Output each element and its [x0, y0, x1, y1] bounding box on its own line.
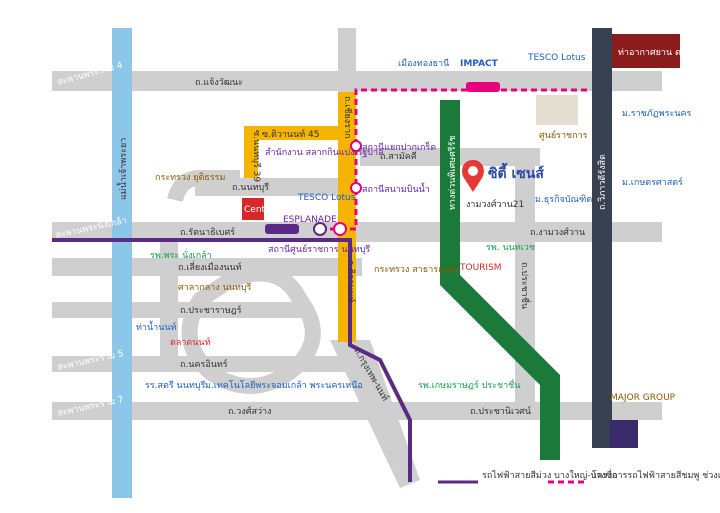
viphavadi-road — [592, 28, 612, 448]
station-center-label: สถานีศูนย์ราชการ นนทบุรี — [268, 243, 370, 255]
school-nont-label: รร.สตรี นนทบุรี — [145, 380, 206, 391]
road-nakhon-in-label: ถ.นครอินทร์ — [180, 358, 228, 370]
soi-tiwanon-45 — [244, 126, 356, 140]
road-liang-mueang-label: ถ.เลี่ยงเมืองนนท์ — [178, 260, 242, 273]
road-chiang-rak-label: ถ.เชียงราก — [342, 96, 353, 139]
soi-nonthaburi-39-label: ซ.นนทบุรี 39 — [251, 130, 262, 182]
project-name: ซิตี้ เซนส์ — [488, 162, 544, 182]
road-chaeng-watthana — [52, 71, 662, 91]
rajabhat-label: ม.ราชภัฏพระนคร — [622, 109, 692, 119]
tesco-mid-label: TESCO Lotus — [297, 193, 356, 203]
road-tiwanon-label: ถ.ติวานนท์ — [345, 260, 357, 303]
central-label: Central — [244, 205, 277, 215]
station-center-pink-icon — [333, 222, 347, 236]
road-prachanivet-label: ถ.ประชานิเวศน์ — [470, 405, 531, 417]
major-label: MAJOR GROUP — [610, 393, 676, 403]
government-center-box — [536, 95, 578, 125]
project-marker[interactable]: ซิตี้ เซนส์ งามวงศ์วาน21 — [462, 160, 544, 210]
soi-nonthaburi-39 — [244, 126, 258, 178]
hospital-kasem-label: รพ.เกษมราษฎร์ ประชาชื่น — [418, 378, 520, 391]
bank-logo — [610, 420, 638, 448]
muang-thong-label: เมืองทองธานี — [398, 58, 449, 69]
tesco-top-label: TESCO Lotus — [527, 53, 586, 63]
legend-pink-label: โครงการรถไฟฟ้าสายสีชมพู ช่วงแคราย-มีนบุร… — [592, 470, 720, 481]
impact-label: IMPACT — [460, 59, 499, 69]
project-sub: งามวงศ์วาน21 — [466, 198, 524, 210]
road-loop — [181, 265, 321, 394]
justice-label: กระทรวง ยุติธรรม — [155, 172, 225, 183]
road-vertical-west — [160, 232, 178, 362]
kasetsart-label: ม.เกษตรศาสตร์ — [622, 176, 683, 188]
station-yaek-pakkret-icon — [350, 140, 362, 152]
chao-phraya-river — [112, 28, 132, 498]
road-wong-sawang — [52, 402, 662, 420]
rail-office-label: สำนักงาน สลากกินแบ่ง รัฐบาล — [265, 147, 384, 158]
talat-nont-label: ตลาดนนท์ — [170, 336, 211, 348]
pink-train-icon — [466, 82, 500, 92]
kmitnb-label: ม.เทคโนโลยีพระจอมเกล้า พระนครเหนือ — [205, 380, 363, 391]
dhurakij-label: ม.ธุรกิจบัณฑิต — [535, 194, 592, 205]
tourism-label: TOURISM — [459, 263, 502, 273]
expressway — [440, 100, 560, 460]
soi-tiwanon-45-label: ซ.ติวานนท์ 45 — [262, 128, 319, 140]
pin-home-icon — [468, 166, 478, 176]
hospital-phra-nangklao-label: รพ.พระ นั่งเกล้า — [150, 248, 212, 261]
legend: รถไฟฟ้าสายสีม่วง บางใหญ่-บางซื่อ โครงการ… — [438, 468, 720, 484]
station-yaek-pakkret-label: สถานีแยกปากเกร็ด — [362, 140, 436, 153]
road-wong-sawang-label: ถ.วงศ์สว่าง — [228, 405, 271, 417]
road-krungthep-nont-bed — [330, 340, 420, 488]
road-ratthanathibet-label: ถ.รัตนาธิเบศร์ — [180, 226, 235, 238]
tha-nam-nont-label: ท่าน้ำนนท์ — [136, 320, 176, 333]
road-pracharat-label: ถ.ประชาราษฎร์ — [180, 304, 242, 316]
tiwanon-road — [244, 92, 356, 342]
road-nonthaburi-label: ถ.นนทบุรี — [232, 182, 269, 193]
airport-label: ท่าอากาศยาน ดอนเมือง — [618, 47, 711, 58]
road-curve-nw — [167, 170, 240, 203]
station-sanambinnam-icon — [350, 182, 362, 194]
esplanade-label: ESPLANADE — [283, 215, 337, 225]
purple-line — [52, 238, 412, 482]
road-chaeng-watthana-label: ถ.แจ้งวัฒนะ — [195, 77, 243, 88]
road-ratthanathibet — [52, 222, 662, 242]
station-sanambinnam-label: สถานีสนามบินน้ำ — [362, 182, 430, 195]
nonthaburi-provincial-label: ศาลากลาง นนทบุรี — [178, 282, 252, 293]
road-samakkhi-label: ถ.สามัคคี — [380, 151, 417, 162]
road-prachachuen-label: ถ.ประชาชื่น — [519, 262, 532, 309]
airport-box — [612, 34, 680, 68]
legend-purple-label: รถไฟฟ้าสายสีม่วง บางใหญ่-บางซื่อ — [482, 468, 617, 481]
central-logo — [242, 198, 264, 220]
purple-train-icon — [265, 224, 299, 234]
road-ngamwongwan-label: ถ.งามวงศ์วาน — [530, 226, 585, 238]
expressway-label: ทางด่วนพิเศษศรีรัช — [447, 135, 458, 210]
road-viphavadi-label: ถ.วิภาวดีรังสิต — [597, 154, 608, 210]
station-center-icon — [313, 222, 327, 236]
hospital-nont-vech-label: รพ. นนทเวช — [486, 243, 535, 253]
government-center-label: ศูนย์ราชการ — [539, 129, 588, 141]
public-health-label: กระทรวง สาธารณสุข — [374, 265, 458, 275]
chao-phraya-label: แม่น้ำเจ้าพระยา — [116, 138, 129, 200]
